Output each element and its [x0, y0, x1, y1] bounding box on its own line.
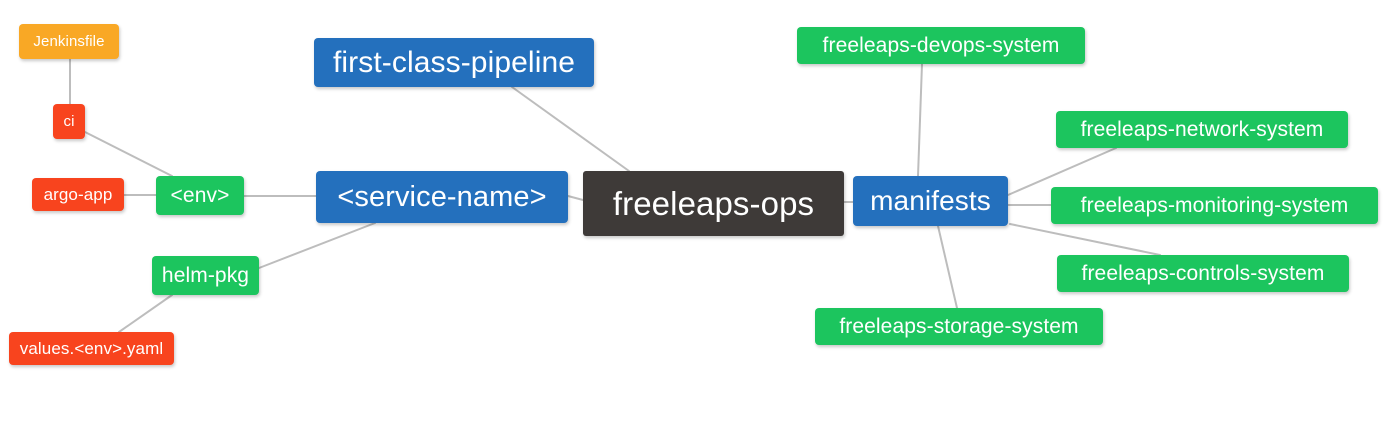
node-label-ci: ci — [63, 113, 75, 130]
node-jenkinsfile[interactable]: Jenkinsfile — [19, 24, 119, 59]
node-label-freeleaps-devops-system: freeleaps-devops-system — [822, 34, 1060, 57]
node-freeleaps-controls-system[interactable]: freeleaps-controls-system — [1057, 255, 1349, 292]
node-label-first-class-pipeline: first-class-pipeline — [332, 45, 576, 79]
node-label-freeleaps-controls-system: freeleaps-controls-system — [1081, 262, 1325, 285]
node-helm-pkg[interactable]: helm-pkg — [152, 256, 259, 295]
edge-e-helmpkg-servicename — [258, 222, 376, 269]
node-label-values-env-yaml: values.<env>.yaml — [19, 339, 164, 358]
node-freeleaps-storage-system[interactable]: freeleaps-storage-system — [815, 308, 1103, 345]
node-first-class-pipeline[interactable]: first-class-pipeline — [314, 38, 594, 87]
node-freeleaps-monitoring-system[interactable]: freeleaps-monitoring-system — [1051, 187, 1378, 224]
edge-e-values-helmpkg — [118, 294, 173, 333]
node-service-name[interactable]: <service-name> — [316, 171, 568, 223]
node-label-freeleaps-network-system: freeleaps-network-system — [1080, 118, 1324, 141]
node-argo-app[interactable]: argo-app — [32, 178, 124, 211]
node-env[interactable]: <env> — [156, 176, 244, 215]
node-values-env-yaml[interactable]: values.<env>.yaml — [9, 332, 174, 365]
edge-e-servicename-ops — [567, 195, 584, 201]
node-manifests[interactable]: manifests — [853, 176, 1008, 226]
node-label-argo-app: argo-app — [43, 185, 113, 204]
node-label-helm-pkg: helm-pkg — [161, 264, 250, 287]
edge-e-pipeline-ops — [511, 86, 630, 172]
node-label-freeleaps-monitoring-system: freeleaps-monitoring-system — [1080, 194, 1349, 217]
node-label-jenkinsfile: Jenkinsfile — [33, 33, 105, 50]
node-label-env: <env> — [170, 184, 230, 207]
node-label-manifests: manifests — [870, 185, 991, 216]
edge-e-manifests-controls — [1009, 223, 1161, 256]
edge-e-manifests-storage — [937, 225, 958, 309]
edge-e-ci-env — [84, 131, 173, 177]
node-freeleaps-devops-system[interactable]: freeleaps-devops-system — [797, 27, 1085, 64]
node-label-service-name: <service-name> — [337, 180, 547, 213]
node-label-freeleaps-storage-system: freeleaps-storage-system — [839, 315, 1079, 338]
node-freeleaps-ops[interactable]: freeleaps-ops — [583, 171, 844, 236]
edge-e-manifests-devops — [917, 63, 923, 177]
node-freeleaps-network-system[interactable]: freeleaps-network-system — [1056, 111, 1348, 148]
node-ci[interactable]: ci — [53, 104, 85, 139]
node-label-freeleaps-ops: freeleaps-ops — [612, 185, 815, 222]
